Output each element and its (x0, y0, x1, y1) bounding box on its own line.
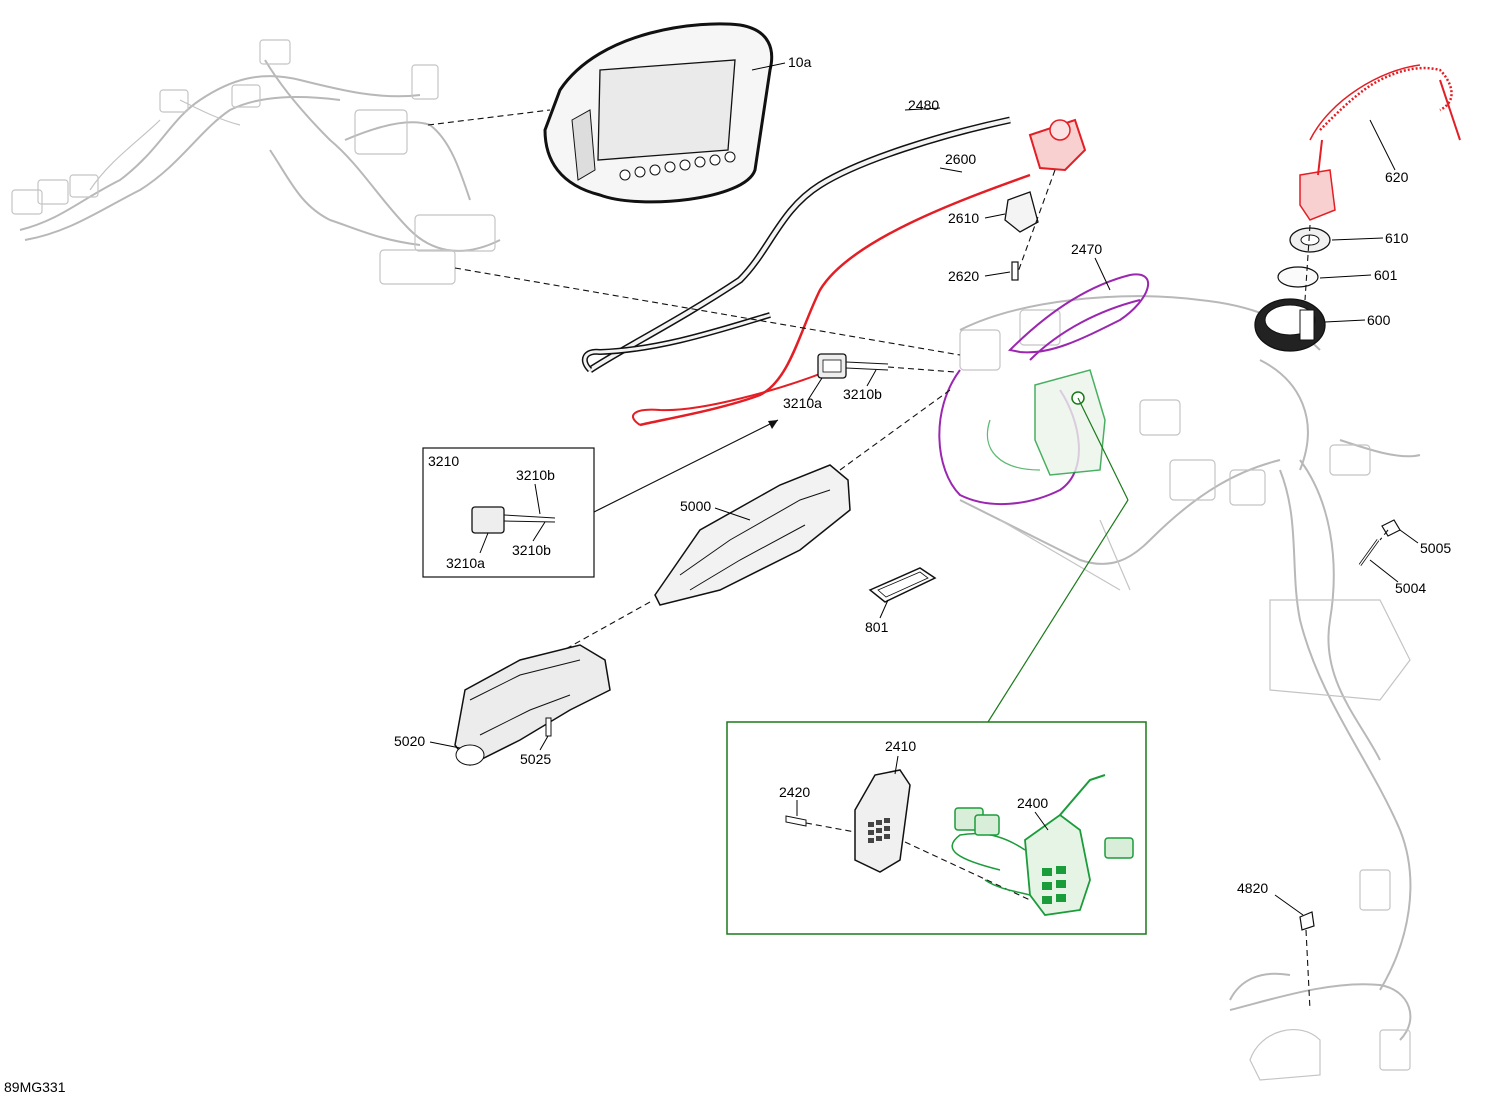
part-2600-red-wire[interactable] (632, 173, 1031, 427)
callout-2620: 2620 (948, 268, 979, 284)
part-5025-screw[interactable] (545, 717, 552, 737)
callout-2470: 2470 (1071, 241, 1102, 257)
callout-2400: 2400 (1017, 795, 1048, 811)
inset-callout-3210b-top: 3210b (516, 467, 555, 483)
callout-2420: 2420 (779, 784, 810, 800)
diagram-reference: 89MG331 (4, 1079, 66, 1095)
inset-switch-assembly: 2410 2420 2400 (726, 721, 1147, 935)
ghost-harness-main (959, 295, 1421, 1081)
part-2410-cover[interactable] (854, 769, 911, 873)
callout-2480: 2480 (908, 97, 939, 113)
part-5020-mounting-bracket[interactable] (454, 644, 611, 766)
ghost-harness-top-left (11, 39, 501, 285)
callout-601: 601 (1374, 267, 1398, 283)
part-5000-console-panel[interactable] (654, 464, 851, 606)
callout-3210a: 3210a (783, 395, 822, 411)
part-10a-instrument-cluster[interactable] (543, 22, 774, 204)
part-600-tether-switch[interactable] (1254, 298, 1326, 352)
callout-801: 801 (865, 619, 889, 635)
inset-3210: 3210 3210b 3210b 3210a (422, 447, 595, 578)
callout-620: 620 (1385, 169, 1409, 185)
part-2400-switch-installed[interactable] (986, 369, 1106, 476)
callout-2610: 2610 (948, 210, 979, 226)
callout-5025: 5025 (520, 751, 551, 767)
part-2420-screw[interactable] (785, 815, 807, 827)
part-3210a-connector[interactable] (817, 353, 847, 379)
part-601-washer[interactable] (1277, 266, 1319, 288)
callout-3210b: 3210b (843, 386, 882, 402)
callout-2600: 2600 (945, 151, 976, 167)
callout-10a: 10a (788, 54, 812, 70)
part-801-gasket[interactable] (868, 567, 937, 603)
inset-callout-3210b-bottom: 3210b (512, 542, 551, 558)
inset-3210-title: 3210 (428, 453, 459, 469)
part-3210b-terminals[interactable] (845, 361, 889, 371)
callout-610: 610 (1385, 230, 1409, 246)
callout-4820: 4820 (1237, 880, 1268, 896)
part-2620-screw[interactable] (1011, 261, 1019, 281)
callout-600: 600 (1367, 312, 1391, 328)
part-2610-bracket[interactable] (1004, 191, 1039, 233)
callout-5005: 5005 (1420, 540, 1451, 556)
part-2600-key-switch[interactable] (1028, 118, 1087, 172)
callout-5000: 5000 (680, 498, 711, 514)
callout-5020: 5020 (394, 733, 425, 749)
callout-2410: 2410 (885, 738, 916, 754)
part-4820-nut[interactable] (1299, 911, 1315, 931)
callout-5004: 5004 (1395, 580, 1426, 596)
part-2400-switch[interactable] (951, 774, 1134, 916)
part-5004-bolt[interactable] (1358, 539, 1380, 566)
part-610-nut-ring[interactable] (1289, 227, 1331, 253)
inset-callout-3210a: 3210a (446, 555, 485, 571)
part-620-tether-cord[interactable] (1299, 64, 1461, 221)
part-2480-tube[interactable] (581, 116, 1011, 373)
